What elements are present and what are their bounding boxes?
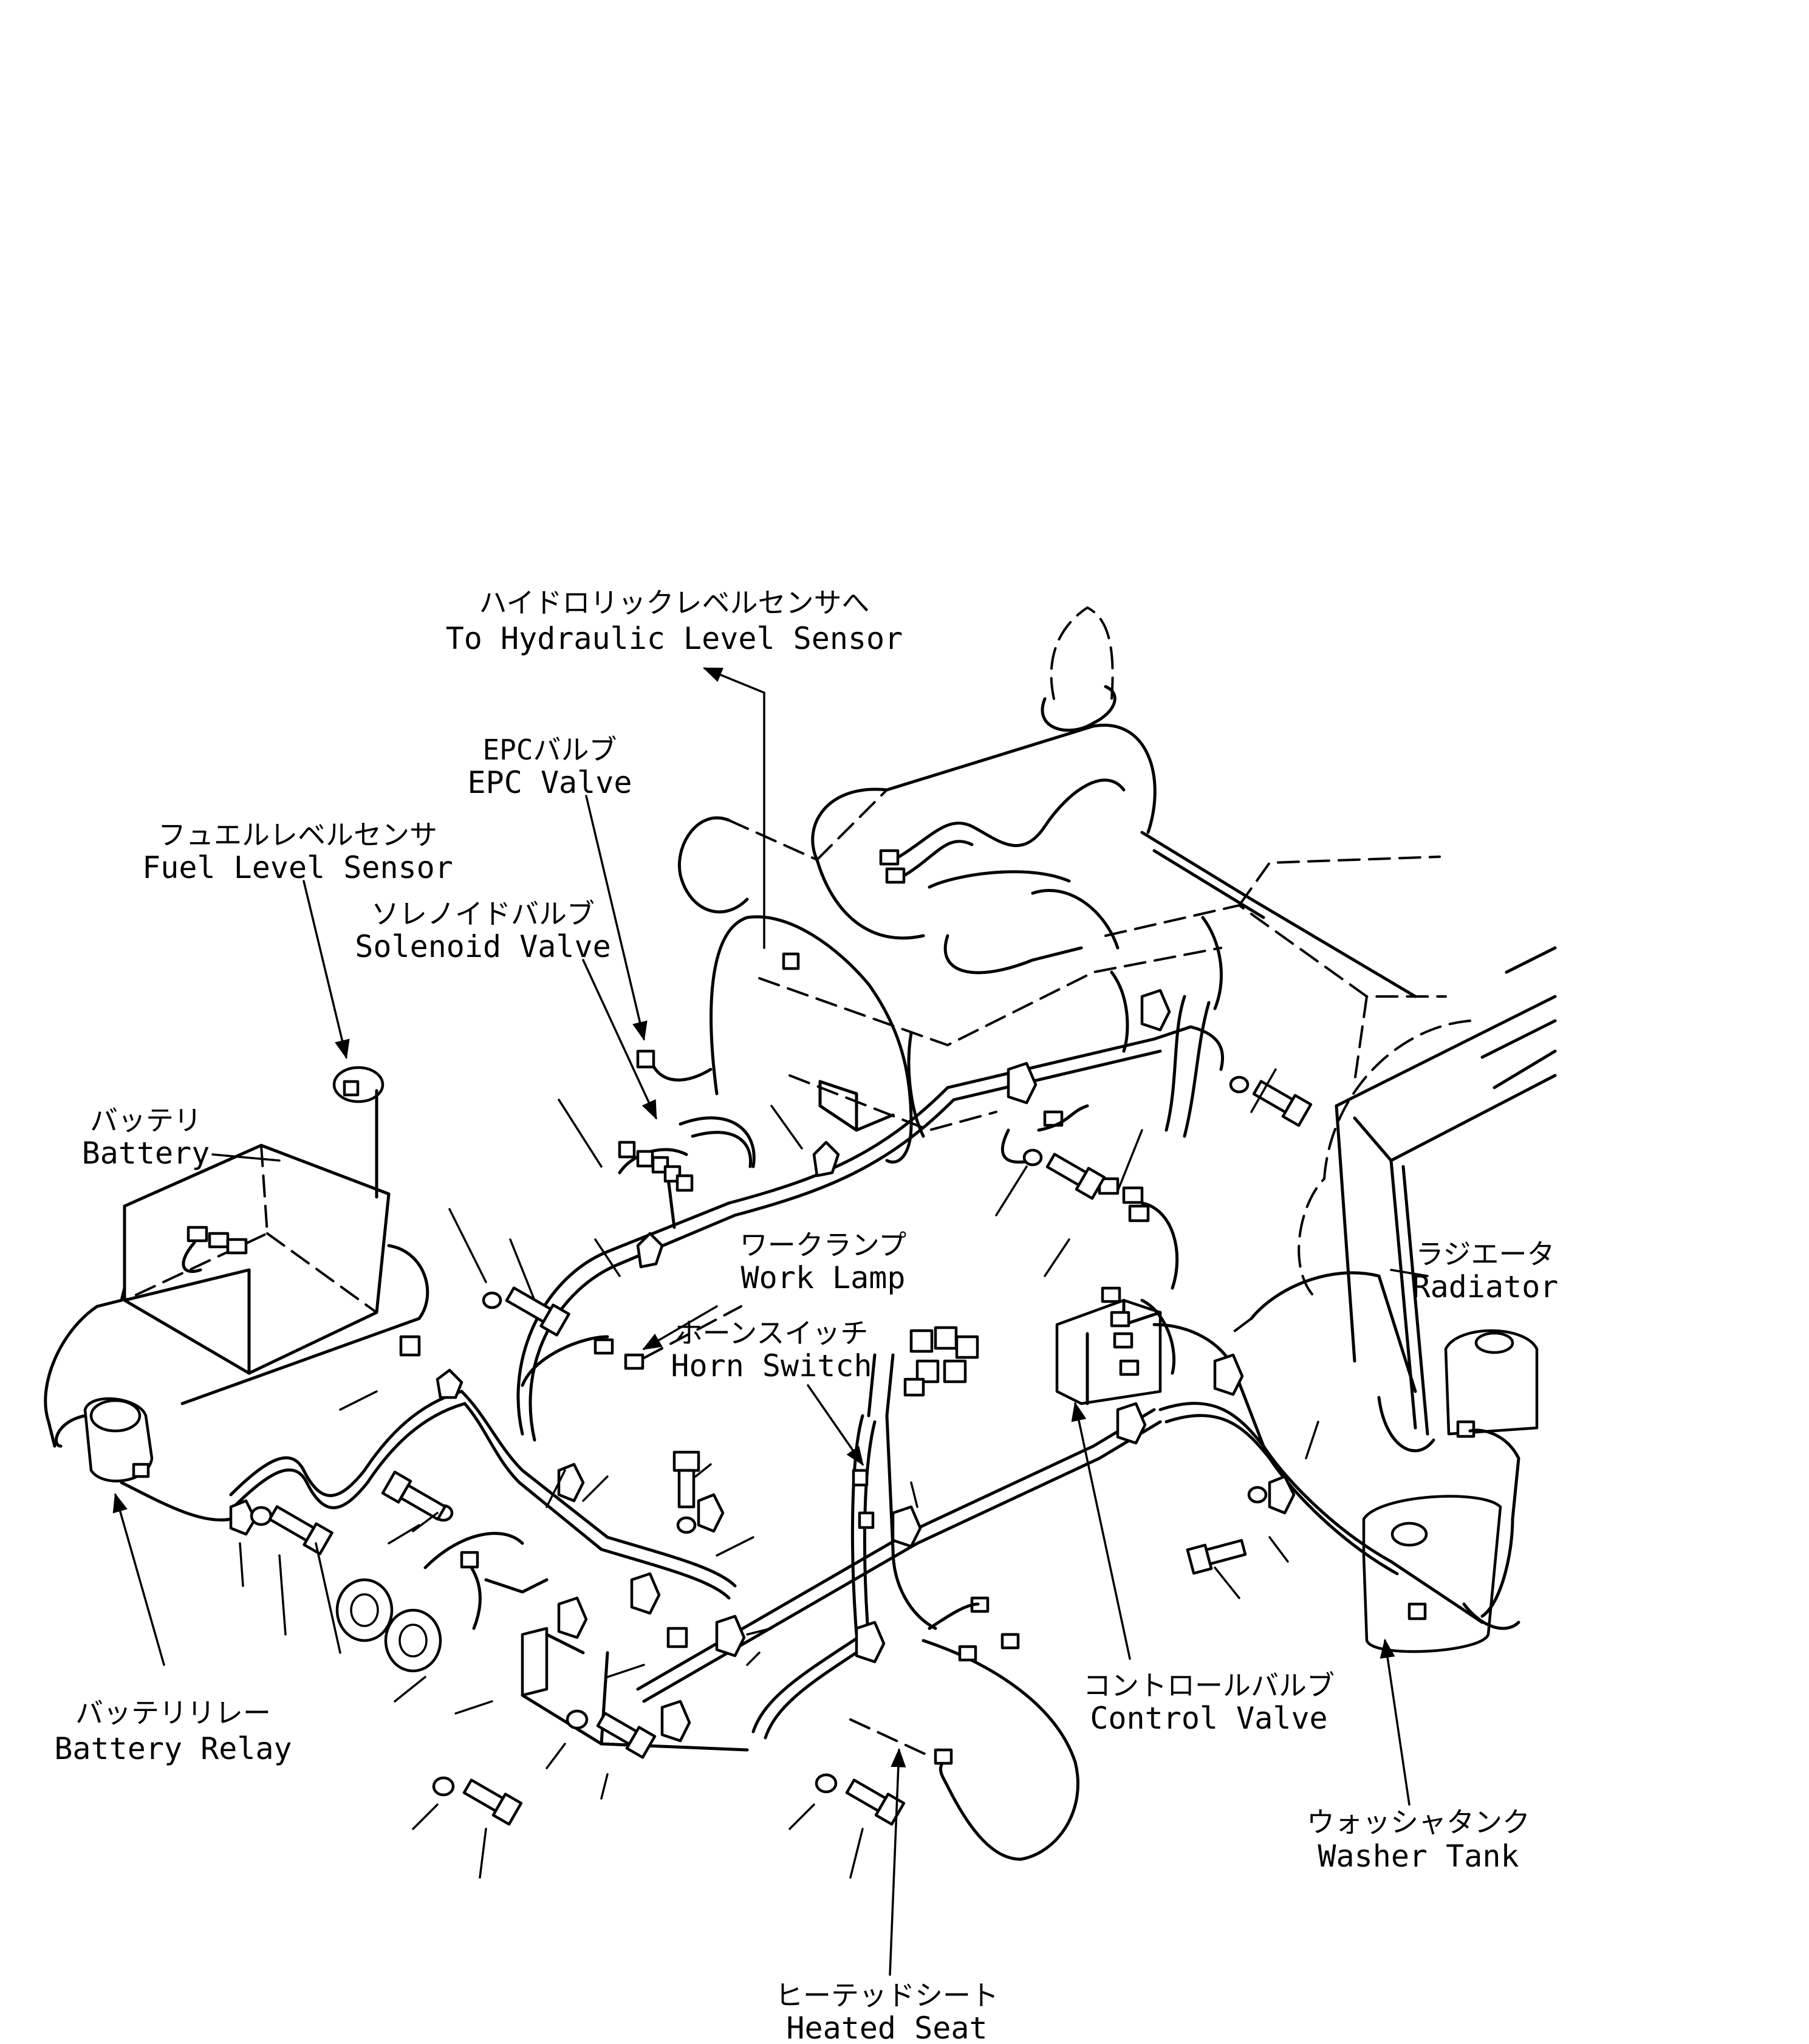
epc-valve-label-jp: EPCバルブ: [482, 733, 617, 766]
battery-label-jp: バッテリ: [90, 1104, 202, 1137]
washer-tank-label-jp: ウォッシャタンク: [1307, 1806, 1530, 1839]
label-work-lamp: ワークランプ Work Lamp: [740, 1229, 907, 1295]
horn-switch-label-jp: ホーンスイッチ: [675, 1317, 869, 1350]
battery-relay-label-en: Battery Relay: [54, 1731, 292, 1766]
label-horn-switch: ホーンスイッチ Horn Switch: [671, 1317, 872, 1384]
label-fuel-level-sensor: フュエルレベルセンサ Fuel Level Sensor: [142, 818, 453, 885]
horn-switch-label-en: Horn Switch: [671, 1348, 872, 1384]
battery-drawing: [123, 1066, 429, 1405]
washer-tank-label-en: Washer Tank: [1318, 1839, 1519, 1874]
work-lamp-label-jp: ワークランプ: [740, 1229, 907, 1261]
heated-seat-label-jp: ヒーテッドシート: [775, 1979, 999, 2012]
radiator-label-en: Radiator: [1412, 1269, 1559, 1305]
hydraulic-level-sensor-label-en: To Hydraulic Level Sensor: [446, 621, 903, 656]
solenoid-valve-label-jp: ソレノイドバルブ: [371, 897, 595, 930]
battery-label-en: Battery: [82, 1136, 210, 1171]
label-epc-valve: EPCバルブ EPC Valve: [468, 733, 632, 800]
main-harness: [120, 915, 1520, 1861]
engine-assembly: [678, 606, 1447, 1138]
work-lamp-label-en: Work Lamp: [741, 1260, 906, 1295]
label-battery: バッテリ Battery: [82, 1104, 210, 1171]
control-valve-label-en: Control Valve: [1090, 1701, 1327, 1736]
label-solenoid-valve: ソレノイドバルブ Solenoid Valve: [355, 897, 610, 964]
label-battery-relay: バッテリリレー Battery Relay: [54, 1696, 292, 1766]
solenoid-valve-label-en: Solenoid Valve: [355, 929, 610, 964]
fuel-level-sensor-label-en: Fuel Level Sensor: [142, 850, 453, 885]
radiator-assembly: [1226, 946, 1557, 1453]
battery-relay-drawing: [44, 1286, 154, 1483]
fuel-level-sensor-label-jp: フュエルレベルセンサ: [158, 818, 437, 851]
heated-seat-label-en: Heated Seat: [786, 2011, 987, 2044]
label-washer-tank: ウォッシャタンク Washer Tank: [1307, 1806, 1530, 1874]
epc-valve-label-en: EPC Valve: [468, 765, 632, 800]
control-valve-label-jp: コントロールバルブ: [1083, 1669, 1335, 1702]
label-control-valve: コントロールバルブ Control Valve: [1083, 1669, 1335, 1736]
hydraulic-level-sensor-label-jp: ハイドロリックレベルセンサへ: [479, 586, 869, 619]
hardware-pieces: [229, 778, 1313, 1826]
washer-tank-drawing: [1362, 1329, 1539, 1653]
label-hydraulic-level-sensor: ハイドロリックレベルセンサへ To Hydraulic Level Sensor: [446, 586, 903, 656]
horns-drawing: [335, 1532, 549, 1673]
leader-lines: [112, 667, 1429, 1976]
battery-relay-label-jp: バッテリリレー: [75, 1696, 271, 1729]
label-radiator: ラジエータ Radiator: [1412, 1238, 1559, 1305]
label-heated-seat: ヒーテッドシート Heated Seat: [775, 1979, 999, 2044]
radiator-label-jp: ラジエータ: [1415, 1238, 1554, 1271]
